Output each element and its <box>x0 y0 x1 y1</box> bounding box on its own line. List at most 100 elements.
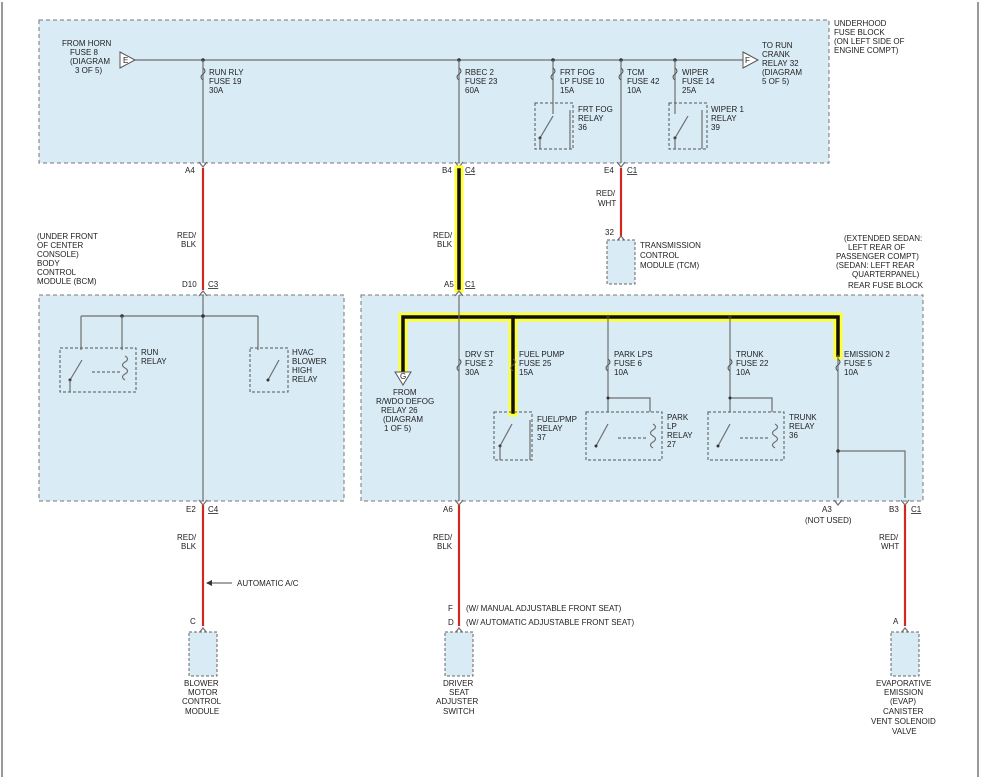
fuse-icon <box>835 358 841 372</box>
blower-motor-module <box>188 631 218 677</box>
svg-text:CONTROL: CONTROL <box>37 268 77 277</box>
svg-text:(EXTENDED SEDAN:: (EXTENDED SEDAN: <box>844 234 922 243</box>
svg-text:BODY: BODY <box>37 259 60 268</box>
connector-a3: A3 <box>822 505 832 514</box>
connector-b4: B4 <box>442 166 452 175</box>
svg-text:RELAY 26: RELAY 26 <box>381 406 418 415</box>
svg-text:39: 39 <box>711 123 720 132</box>
svg-text:15A: 15A <box>519 368 534 377</box>
wire-label-red-wht: RED/ WHT <box>596 189 616 208</box>
hvac-relay-label: HVAC BLOWER HIGH RELAY <box>292 348 327 384</box>
connector-b3: B3 <box>889 505 899 514</box>
svg-text:RELAY: RELAY <box>711 114 737 123</box>
bcm-label: (UNDER FRONT OF CENTER CONSOLE) BODY CON… <box>37 232 98 286</box>
blower-label: BLOWER MOTOR CONTROL MODULE <box>182 679 222 716</box>
park-lps-fuse-label: PARK LPS FUSE 6 10A <box>614 350 653 377</box>
svg-text:TRUNK: TRUNK <box>736 350 764 359</box>
connector-e2: E2 <box>186 505 196 514</box>
tcm-component <box>606 239 636 285</box>
connector-e-icon <box>119 51 137 69</box>
trunk-fuse-label: TRUNK FUSE 22 10A <box>736 350 769 377</box>
svg-text:MODULE: MODULE <box>185 707 219 716</box>
svg-text:UNDERHOOD: UNDERHOOD <box>834 19 887 28</box>
svg-text:SEAT: SEAT <box>449 688 469 697</box>
svg-text:PARK: PARK <box>667 413 689 422</box>
svg-text:FUSE BLOCK: FUSE BLOCK <box>834 28 885 37</box>
bcm-block <box>38 294 345 502</box>
from-horn-label: FROM HORN FUSE 8 (DIAGRAM 3 OF 5) <box>62 39 112 75</box>
svg-text:FUSE 8: FUSE 8 <box>70 48 99 57</box>
svg-text:10A: 10A <box>736 368 751 377</box>
svg-text:1 OF 5): 1 OF 5) <box>384 424 411 433</box>
drv-st-fuse-label: DRV ST FUSE 2 30A <box>465 350 494 377</box>
pin-f: F <box>448 604 453 613</box>
pin-d: D <box>448 618 454 627</box>
from-rwdo-defog-label: FROM R/WDO DEFOG RELAY 26 (DIAGRAM 1 OF … <box>376 388 434 433</box>
wiper1-relay-label: WIPER 1 RELAY 39 <box>711 105 744 132</box>
svg-text:RUN: RUN <box>141 348 159 357</box>
svg-text:(EVAP): (EVAP) <box>890 697 916 706</box>
wire-label-red-blk: RED/ BLK <box>177 533 197 551</box>
svg-text:RED/: RED/ <box>879 533 899 542</box>
svg-text:FRT FOG: FRT FOG <box>560 68 595 77</box>
svg-text:WIPER: WIPER <box>682 68 708 77</box>
pin-a: A <box>893 617 899 626</box>
connector-c3: C3 <box>208 280 219 289</box>
svg-text:FUSE 25: FUSE 25 <box>519 359 552 368</box>
connector-c1-b3: C1 <box>911 505 922 514</box>
svg-text:VENT SOLENOID: VENT SOLENOID <box>871 717 936 726</box>
svg-text:MODULE (BCM): MODULE (BCM) <box>37 277 97 286</box>
fuel-pmp-relay-label: FUEL/PMP RELAY 37 <box>537 415 577 442</box>
trunk-relay-label: TRUNK RELAY 36 <box>789 413 817 440</box>
svg-text:BLK: BLK <box>437 542 453 551</box>
svg-text:37: 37 <box>537 433 546 442</box>
hvac-blower-relay-icon <box>249 347 289 393</box>
svg-text:FUSE 22: FUSE 22 <box>736 359 769 368</box>
wiper-fuse-label: WIPER FUSE 14 25A <box>682 68 715 95</box>
connector-a5: A5 <box>444 280 454 289</box>
svg-text:(DIAGRAM: (DIAGRAM <box>383 415 423 424</box>
emission2-fuse-label: EMISSION 2 FUSE 5 10A <box>844 350 890 377</box>
svg-text:EMISSION 2: EMISSION 2 <box>844 350 890 359</box>
svg-text:TCM: TCM <box>627 68 645 77</box>
svg-text:RED/: RED/ <box>596 189 616 198</box>
svg-text:RELAY: RELAY <box>667 431 693 440</box>
fuse-icon <box>727 358 733 372</box>
automatic-ac-label: AUTOMATIC A/C <box>237 579 299 588</box>
wiper1-relay-icon <box>668 102 708 150</box>
wire-label-red-blk: RED/ BLK <box>433 533 453 551</box>
fuse-icon <box>200 67 206 81</box>
svg-text:BLK: BLK <box>181 542 197 551</box>
connector-a4: A4 <box>185 166 195 175</box>
park-lp-relay-label: PARK LP RELAY 27 <box>667 413 693 449</box>
svg-text:RED/: RED/ <box>177 533 197 542</box>
svg-text:CONTROL: CONTROL <box>640 251 680 260</box>
svg-text:15A: 15A <box>560 86 575 95</box>
svg-text:LP: LP <box>667 422 677 431</box>
svg-text:FUSE 14: FUSE 14 <box>682 77 715 86</box>
fuel-pmp-relay-icon <box>493 411 533 461</box>
svg-text:VALVE: VALVE <box>892 727 917 736</box>
run-relay-icon <box>59 347 137 393</box>
svg-text:30A: 30A <box>209 86 224 95</box>
svg-text:MOTOR: MOTOR <box>188 688 218 697</box>
fuse-icon <box>550 67 556 81</box>
svg-text:DRV ST: DRV ST <box>465 350 494 359</box>
svg-text:DRIVER: DRIVER <box>443 679 473 688</box>
svg-text:HIGH: HIGH <box>292 366 312 375</box>
svg-text:FUSE 42: FUSE 42 <box>627 77 660 86</box>
svg-text:30A: 30A <box>465 368 480 377</box>
svg-text:WHT: WHT <box>881 542 899 551</box>
svg-text:PARK LPS: PARK LPS <box>614 350 653 359</box>
svg-text:E: E <box>123 56 128 65</box>
svg-text:TRANSMISSION: TRANSMISSION <box>640 241 701 250</box>
svg-text:ADJUSTER: ADJUSTER <box>436 697 478 706</box>
svg-text:FUSE 19: FUSE 19 <box>209 77 242 86</box>
fuse-icon <box>456 67 462 81</box>
frt-fog-fuse-label: FRT FOG LP FUSE 10 15A <box>560 68 605 95</box>
svg-text:60A: 60A <box>465 86 480 95</box>
tcm-label: TRANSMISSION CONTROL MODULE (TCM) <box>640 241 701 270</box>
svg-text:10A: 10A <box>614 368 629 377</box>
evap-vent-valve <box>890 631 920 677</box>
